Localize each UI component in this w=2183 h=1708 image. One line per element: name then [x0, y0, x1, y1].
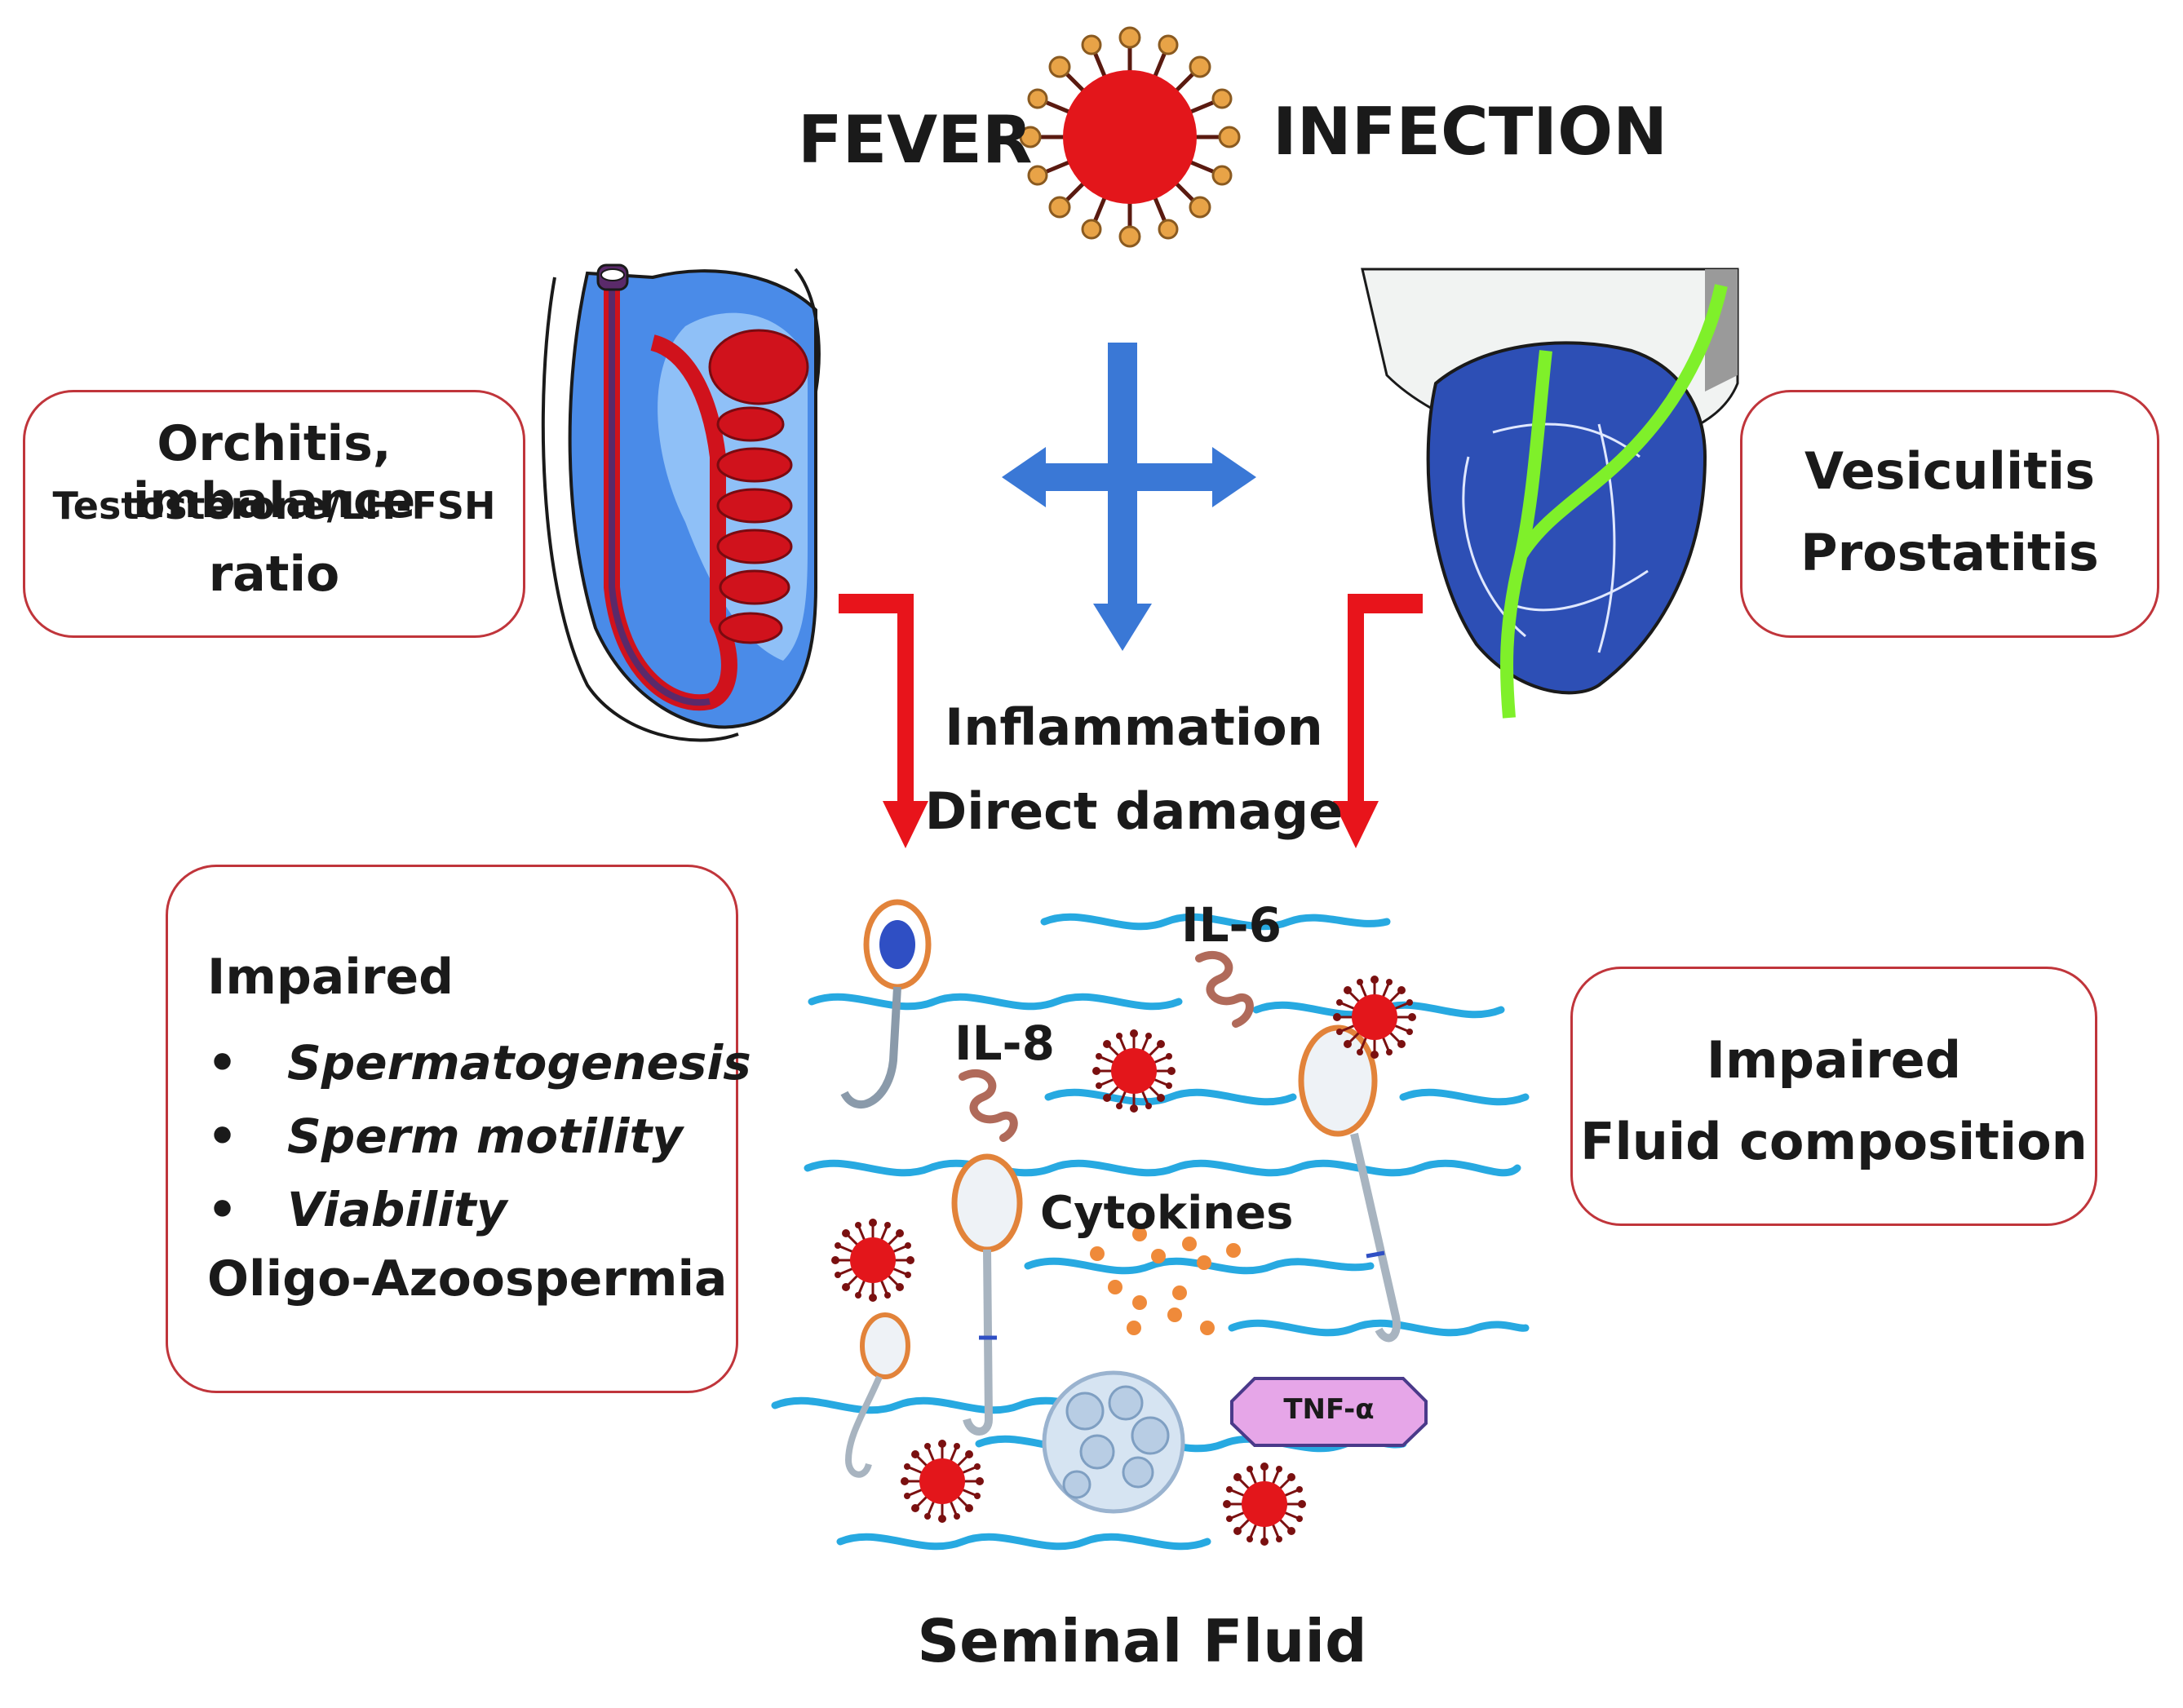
cytokines-label: Cytokines [1040, 1187, 1294, 1240]
testis-illustration [541, 263, 821, 742]
il6-label: IL-6 [1181, 897, 1282, 953]
impaired-fluid-box: Impaired Fluid composition [1570, 967, 2097, 1226]
infection-label: INFECTION [1273, 94, 1668, 170]
bullet-spermatogenesis: Spermatogenesis [207, 1026, 751, 1100]
tnf-alpha-badge [1230, 1377, 1428, 1447]
orchitis-line3: ratio [208, 546, 340, 603]
orchitis-box: Orchitis, imbalance Testosterone/LH-FSH … [23, 390, 525, 638]
bullet-viability: Viability [207, 1173, 751, 1246]
sperm-heading: Impaired [207, 949, 454, 1006]
prostate-illustration [1361, 268, 1739, 719]
vesiculitis-box: Vesiculitis Prostatitis [1740, 390, 2159, 638]
bullet-sperm-motility: Sperm motility [207, 1100, 751, 1173]
tnf-alpha-label: TNF-α [1283, 1393, 1375, 1426]
red-arrows [839, 594, 1423, 848]
seminal-fluid-title: Seminal Fluid [917, 1607, 1367, 1675]
orchitis-line2: Testosterone/LH-FSH [52, 484, 496, 528]
il8-label: IL-8 [954, 1016, 1055, 1071]
fever-label: FEVER [798, 102, 1033, 178]
cytokine-proteins [959, 950, 1254, 1142]
center-line1: Inflammation [945, 697, 1323, 757]
virus-icon [1019, 26, 1241, 248]
impaired-sperm-box: Impaired Spermatogenesis Sperm motility … [166, 865, 751, 1393]
center-line2: Direct damage [924, 781, 1344, 841]
fluid-line2: Fluid composition [1580, 1112, 2088, 1171]
fluid-line1: Impaired [1706, 1030, 1962, 1090]
cytokine-dots [1090, 1227, 1241, 1335]
blue-cross-arrows [1002, 343, 1256, 651]
vesiculitis-line1: Vesiculitis [1804, 441, 2095, 501]
sperm-bullets: Spermatogenesis Sperm motility Viability [207, 1026, 751, 1246]
sperm-footer: Oligo-Azoospermia [207, 1250, 728, 1308]
immune-cell [1042, 1370, 1185, 1514]
vesiculitis-line2: Prostatitis [1800, 523, 2099, 582]
orchitis-line1: Orchitis, imbalance [132, 415, 416, 529]
sperm-cells [840, 899, 1401, 1478]
